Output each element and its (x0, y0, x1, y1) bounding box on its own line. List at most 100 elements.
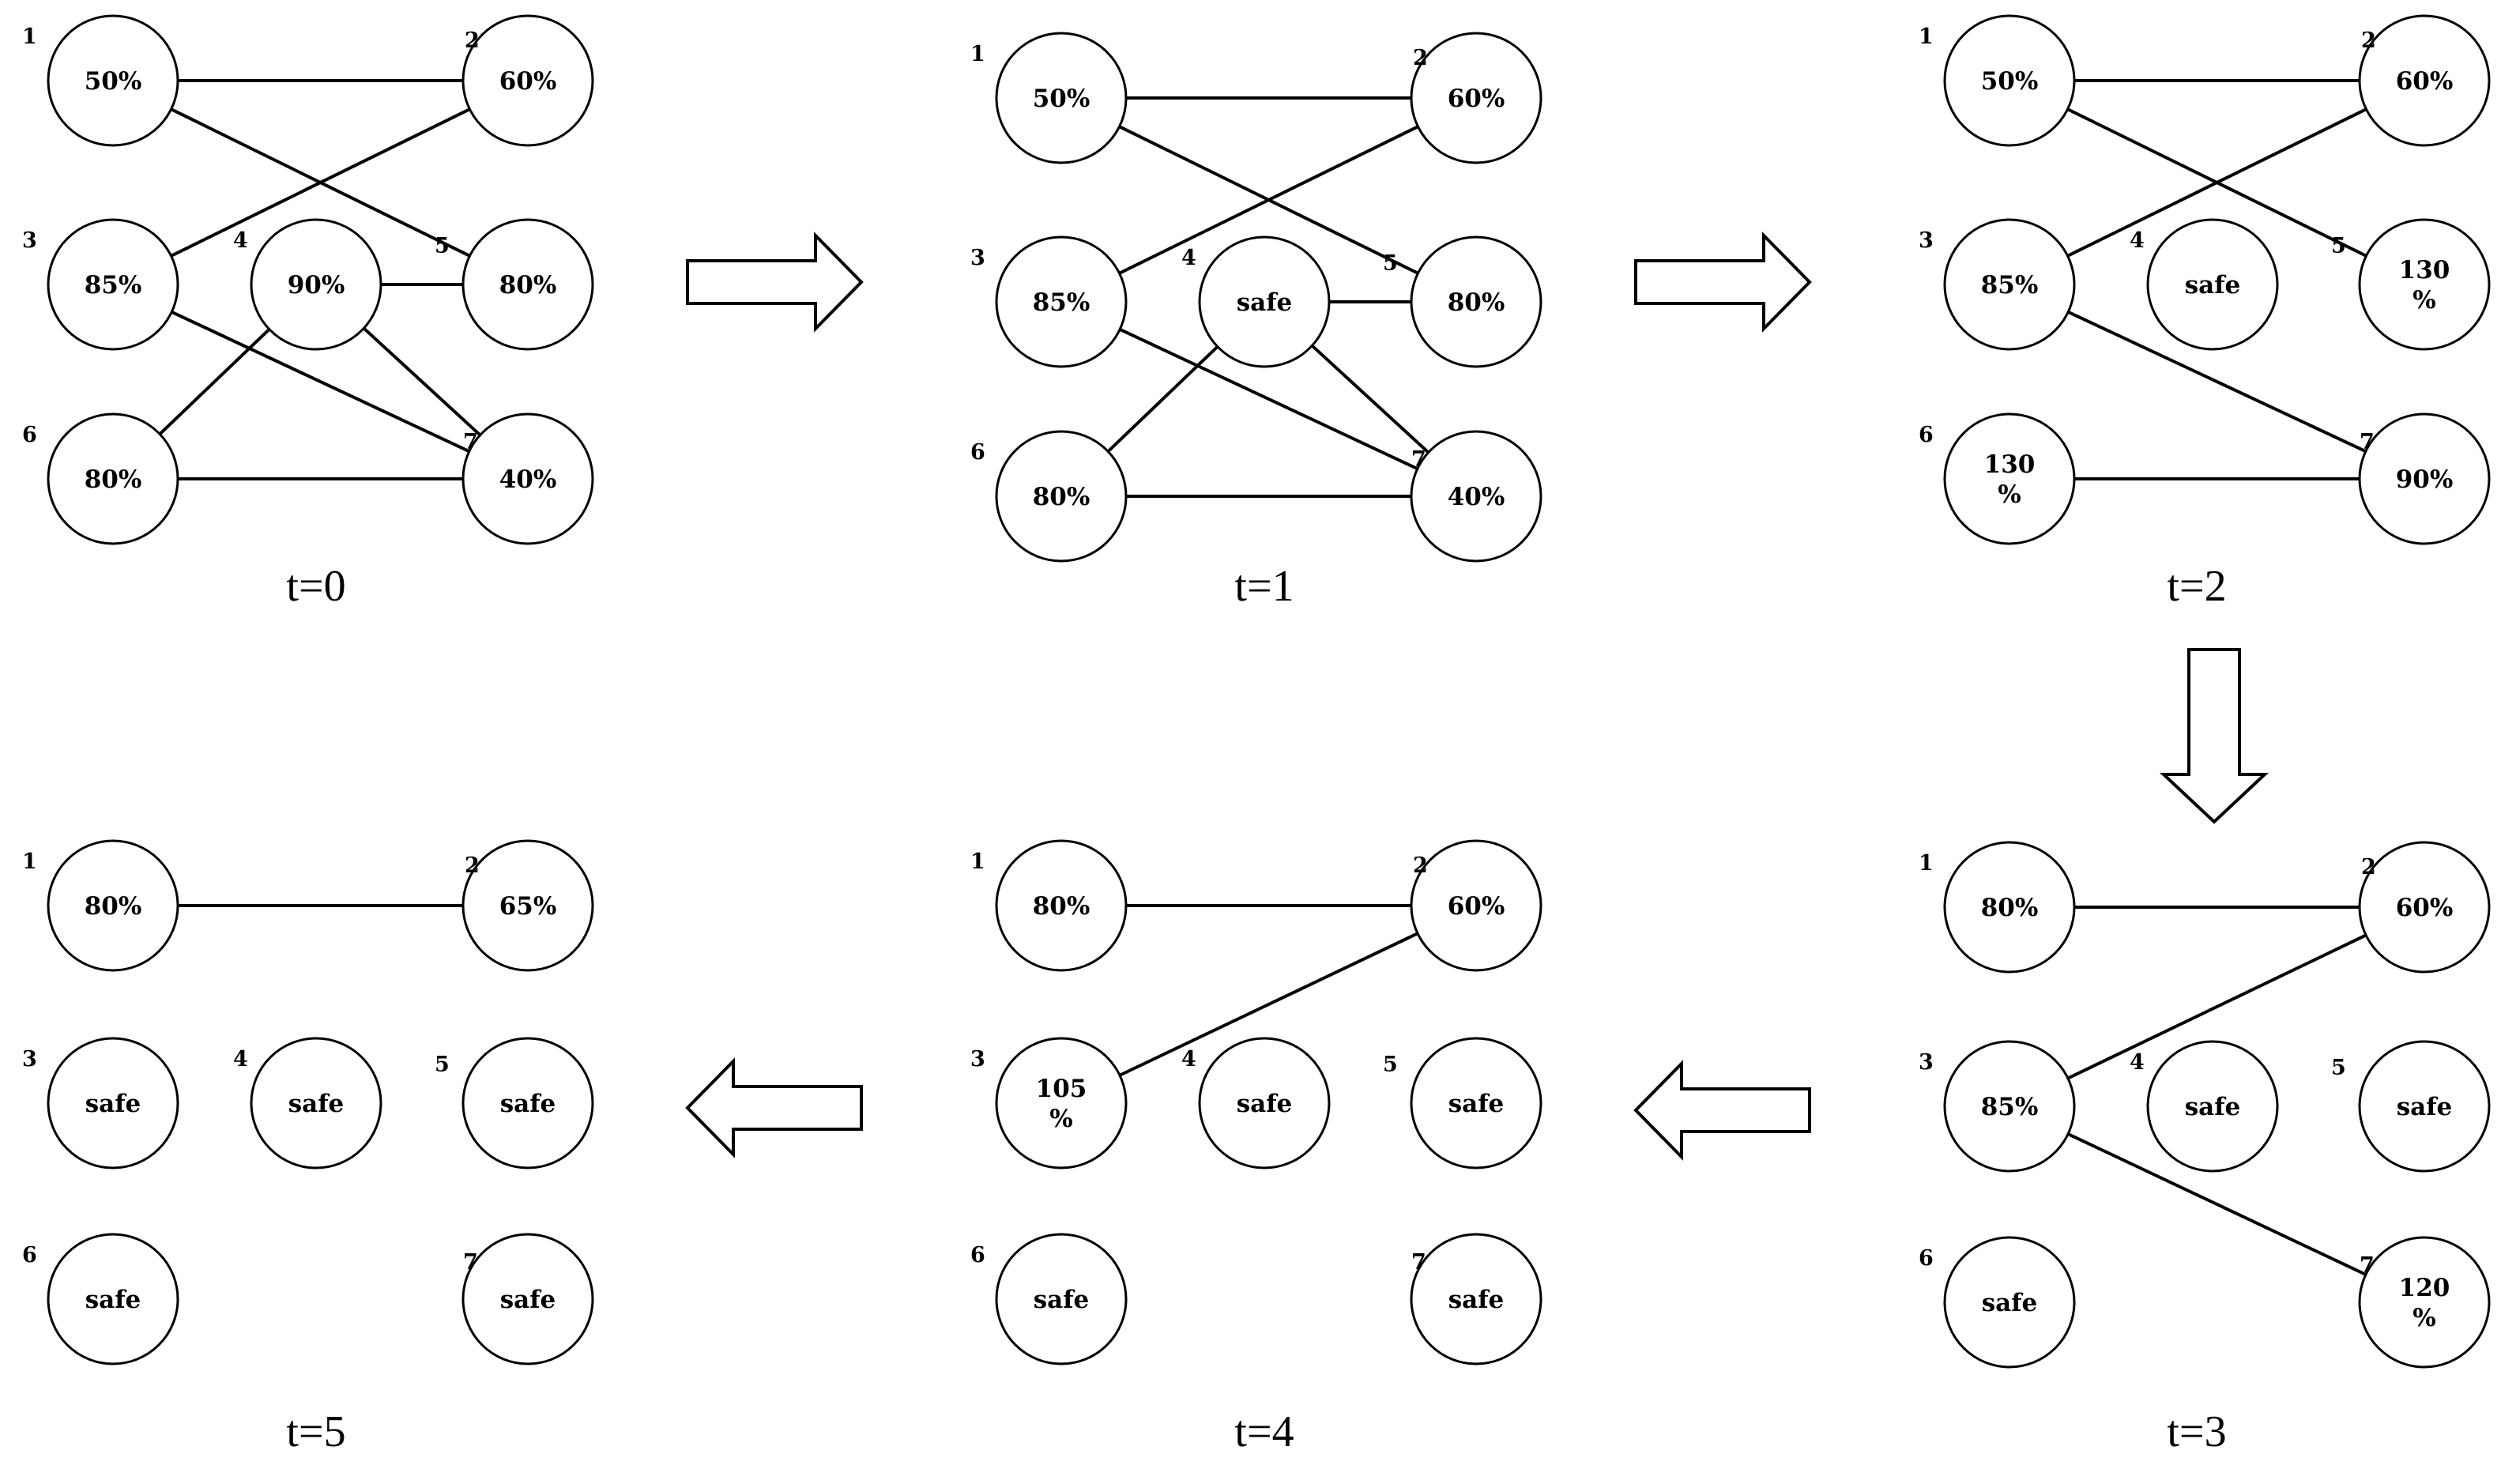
node-number: 5 (435, 234, 450, 258)
edge-3-2 (1118, 125, 1419, 275)
node-value: 60% (1448, 892, 1505, 921)
node-value: 85% (1033, 288, 1090, 317)
node-number: 5 (2331, 234, 2346, 258)
node-1: 80% 1 (1919, 841, 2076, 974)
node-number: 2 (465, 28, 480, 53)
node-circle (2358, 412, 2491, 545)
node-value: 80% (1033, 892, 1090, 921)
node-2: 65%2 (461, 839, 594, 972)
node-number: 5 (435, 1053, 450, 1077)
node-number: 1 (1919, 851, 1934, 876)
node-circle (47, 14, 179, 147)
node-circle (2358, 841, 2491, 974)
node-number: 3 (970, 246, 985, 270)
node-circle (1198, 235, 1331, 368)
node-circle (47, 839, 179, 972)
node-value: 60% (2396, 67, 2454, 96)
node-number: 4 (233, 228, 248, 253)
node-value: 80% (1981, 894, 2039, 922)
node-circle (47, 1233, 179, 1365)
node-circle (2146, 1040, 2279, 1173)
node-6: 80%6 (22, 412, 179, 545)
node-circle (461, 412, 594, 545)
node-circle (995, 839, 1128, 972)
node-value: 65% (499, 892, 557, 921)
node-number: 4 (1181, 1047, 1196, 1072)
node-7: safe 7 (461, 1233, 594, 1365)
node-number: 5 (1383, 251, 1398, 276)
node-circle (995, 1037, 1128, 1169)
node-circle (2358, 218, 2491, 351)
node-circle (461, 1233, 594, 1365)
edge-3-7 (2067, 1132, 2367, 1276)
edge-3-2 (2067, 933, 2367, 1080)
node-circle (1943, 1040, 2076, 1173)
node-3: 85%3 (22, 218, 179, 351)
node-number: 4 (2130, 1050, 2145, 1075)
node-value: 60% (499, 67, 557, 96)
step-label: t=0 (286, 562, 345, 611)
arrow-down-t2-t3 (2159, 648, 2269, 824)
node-value: 60% (1448, 85, 1505, 113)
node-number: 7 (2360, 430, 2375, 454)
node-6: 130%6 (1919, 412, 2076, 545)
node-1: 80%1 (22, 839, 179, 972)
node-number: 1 (22, 24, 37, 49)
node-value: safe (85, 1286, 141, 1314)
node-value: 130 (1984, 450, 2036, 479)
node-circle (250, 218, 382, 351)
node-3: 85% 3 (970, 235, 1128, 368)
node-circle (250, 1037, 382, 1169)
node-value: % (1049, 1105, 1072, 1133)
edge-4-7 (1311, 344, 1429, 454)
step-label: t=3 (2167, 1407, 2226, 1456)
step-label: t=4 (1234, 1407, 1294, 1456)
node-value: 85% (1981, 271, 2039, 299)
node-number: 2 (1413, 853, 1428, 878)
node-number: 1 (22, 849, 37, 874)
node-6: 80%6 (970, 430, 1128, 563)
node-value: 130 (2399, 256, 2450, 284)
node-1: 50%1 (970, 32, 1128, 164)
node-value: 90% (2396, 465, 2454, 494)
arrow-left-t3-t4 (1633, 1060, 1811, 1161)
node-value: 90% (288, 271, 345, 299)
node-value: 105 (1036, 1075, 1087, 1103)
node-value: safe (2185, 1093, 2241, 1121)
node-number: 7 (1411, 447, 1426, 472)
node-number: 7 (463, 1250, 478, 1275)
node-number: 2 (2361, 855, 2376, 879)
edge-3-7 (171, 310, 470, 454)
node-5: 130%5 (2331, 218, 2491, 351)
node-circle (1943, 412, 2076, 545)
node-circle (1410, 1233, 1542, 1365)
node-value: safe (500, 1286, 556, 1314)
edge-3-2 (2066, 107, 2367, 258)
node-value: % (2412, 1304, 2435, 1332)
node-value: 80% (499, 271, 557, 299)
node-7: 40%7 (461, 412, 594, 545)
node-value: safe (1448, 1286, 1505, 1314)
node-5: 80% 5 (435, 218, 594, 351)
node-number: 1 (970, 849, 985, 874)
node-number: 6 (970, 440, 985, 465)
node-number: 2 (2361, 28, 2376, 53)
node-value: 85% (1981, 1093, 2039, 1121)
node-5: 80%5 (1383, 235, 1542, 368)
node-number: 1 (1919, 24, 1934, 49)
node-2: 60% 2 (2358, 14, 2491, 147)
node-number: 3 (970, 1047, 985, 1072)
node-3: 85%3 (1919, 1040, 2076, 1173)
node-circle (2146, 218, 2279, 351)
node-number: 6 (970, 1243, 985, 1267)
